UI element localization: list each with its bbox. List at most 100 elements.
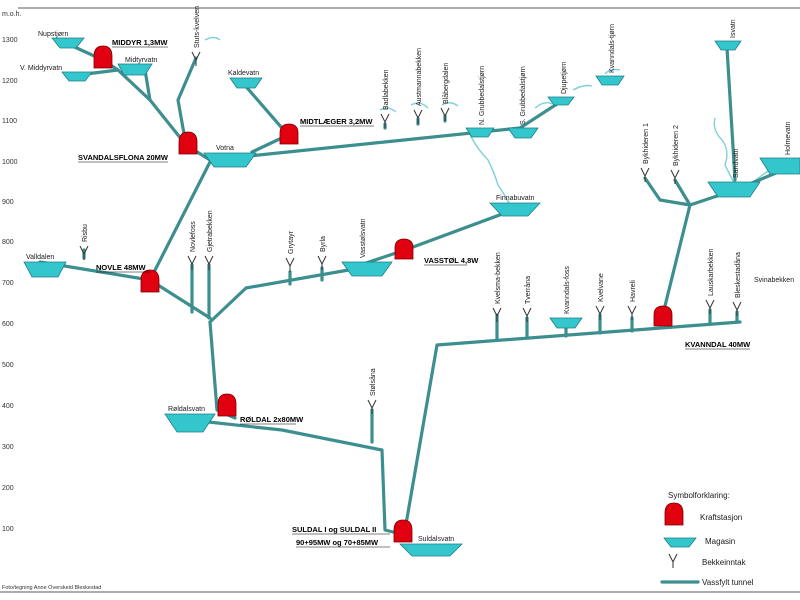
label-risbu: Risbu bbox=[82, 224, 89, 242]
label-station-novle: NOVLE 48MW bbox=[96, 263, 147, 272]
label-holmevatn: Holmevatn bbox=[785, 121, 792, 155]
station-middyr-icon bbox=[93, 45, 113, 69]
label-bykhideren-1: Bykhideren 1 bbox=[643, 123, 650, 164]
streams bbox=[204, 36, 771, 206]
reservoirs bbox=[23, 37, 800, 557]
reservoir-labels: Nupstjørn Midtyrvatn V. Middyrvatn Kalde… bbox=[20, 19, 792, 543]
station-novle-icon bbox=[140, 269, 160, 293]
label-kaldevatn: Kaldevatn bbox=[228, 70, 259, 77]
reservoir-sandvatn bbox=[707, 181, 761, 198]
intake-icon bbox=[670, 169, 680, 184]
label-nupstjorn: Nupstjørn bbox=[38, 31, 68, 38]
intake-icon bbox=[627, 305, 637, 320]
label-sandvatn: Sandvatn bbox=[733, 148, 740, 178]
intake-icon bbox=[595, 305, 605, 320]
tunnel bbox=[403, 320, 742, 532]
tunnel bbox=[176, 56, 198, 147]
label-stuts-kvelven: Stuts-kvelven bbox=[194, 6, 201, 48]
intake-icon bbox=[492, 307, 502, 322]
label-station-svandalsflona: SVANDALSFLONA 20MW bbox=[78, 153, 169, 162]
label-v-middyrvatn: V. Middyrvatn bbox=[20, 65, 62, 72]
intake-icon bbox=[187, 255, 197, 270]
label-badlabekken: Badlabekken bbox=[383, 69, 390, 110]
legend-tunnel: Vassfylt tunnel bbox=[702, 578, 754, 587]
tunnel bbox=[643, 176, 692, 207]
label-station-suldal-1: SULDAL I og SULDAL II bbox=[292, 525, 376, 534]
label-kvelvane: Kvelvane bbox=[598, 273, 605, 302]
intake-icon bbox=[204, 255, 214, 270]
stream-s1 bbox=[379, 107, 397, 113]
axis-tick: 500 bbox=[2, 362, 14, 369]
tunnel bbox=[660, 188, 737, 320]
axis-tick: 1000 bbox=[2, 159, 18, 166]
legend-reservoir: Magasin bbox=[705, 537, 735, 546]
tunnel bbox=[673, 178, 692, 207]
station-suldal-icon bbox=[393, 519, 413, 543]
stream-s6 bbox=[604, 68, 621, 75]
tunnel bbox=[188, 418, 407, 537]
axis-unit: m.o.h. bbox=[2, 11, 22, 18]
label-valldalen: Valldalen bbox=[26, 254, 54, 261]
reservoir-kvanndalsfoss bbox=[549, 317, 583, 329]
axis-tick: 600 bbox=[2, 321, 14, 328]
reservoir-roldalsvatn bbox=[164, 413, 216, 433]
stream-s3 bbox=[441, 102, 459, 107]
label-station-vasstol: VASSTØL 4,8W bbox=[424, 256, 479, 265]
label-austmannabekken: Austmannabekken bbox=[416, 48, 423, 106]
reservoir-s-grubbedalstjorn bbox=[507, 127, 539, 139]
legend-intake: Bekkeinntak bbox=[702, 558, 747, 567]
label-vassdalsvatn: Vasstølsvatn bbox=[360, 218, 367, 258]
reservoir-vassdalsvatn bbox=[341, 261, 393, 277]
station-svandalsflona-icon bbox=[178, 131, 198, 155]
reservoir-midtyrvatn bbox=[117, 63, 153, 76]
reservoir-finnabuvatn bbox=[489, 202, 541, 217]
axis-tick: 1200 bbox=[2, 78, 18, 85]
intake-icon bbox=[413, 109, 423, 124]
label-novlefoss: Novlefoss bbox=[190, 221, 197, 252]
reservoir-suldalsvatn bbox=[399, 543, 463, 557]
label-gjetrabekken: Gjetrabekken bbox=[207, 210, 214, 252]
label-station-roldal: RØLDAL 2x80MW bbox=[240, 415, 304, 424]
axis-tick: 700 bbox=[2, 280, 14, 287]
label-tverrana: Tverråna bbox=[524, 276, 532, 304]
reservoir-isvatn bbox=[714, 40, 742, 51]
intake-icon bbox=[522, 307, 532, 322]
reservoir-v-middyrvatn bbox=[61, 71, 93, 82]
station-kvanndal-icon bbox=[653, 305, 673, 327]
label-djupetjorn: Djupetjørn bbox=[561, 62, 568, 94]
label-byrla: Byrla bbox=[320, 236, 327, 252]
intake-icon bbox=[285, 257, 295, 272]
reservoir-votna bbox=[203, 152, 257, 168]
label-votna: Votna bbox=[216, 145, 234, 152]
legend-intake-icon bbox=[668, 553, 678, 568]
label-n-grubbedalstjorn: N. Grubbedalstjørn bbox=[479, 66, 486, 125]
legend: Symbolforklaring: Kraftstasjon Magasin B… bbox=[660, 491, 754, 587]
label-midtyrvatn: Midtyrvatn bbox=[125, 57, 157, 64]
tunnel bbox=[148, 160, 212, 320]
intake-icon bbox=[705, 299, 715, 314]
legend-station-icon bbox=[664, 502, 684, 526]
stream-finnabu bbox=[469, 134, 511, 206]
label-lauskarbekken: Lauskarbekken bbox=[708, 248, 715, 296]
tunnel bbox=[208, 266, 362, 324]
intake-icon bbox=[317, 255, 327, 270]
stream-s2 bbox=[410, 102, 429, 109]
tunnel bbox=[143, 68, 152, 102]
intake-labels: Stuts-kvelven Badlabekken Austmannabekke… bbox=[82, 6, 794, 396]
label-bykhideren-2: Bykhideren 2 bbox=[673, 125, 680, 166]
label-havreli: Havreli bbox=[630, 280, 637, 302]
label-station-midtlaeger: MIDTLÆGER 3,2MW bbox=[300, 117, 373, 126]
intake-icon bbox=[440, 107, 450, 121]
intake-icon bbox=[640, 167, 650, 182]
reservoir-kaldevatn bbox=[229, 77, 263, 89]
intake-icon bbox=[380, 113, 390, 128]
power-stations bbox=[93, 45, 673, 543]
legend-title: Symbolforklaring: bbox=[668, 491, 730, 500]
reservoir-holmevatn bbox=[759, 157, 800, 175]
reservoir-djupetjorn bbox=[547, 96, 575, 106]
station-midtlaeger-icon bbox=[279, 123, 299, 145]
intake-icon bbox=[367, 399, 377, 414]
reservoir-valldalen bbox=[23, 261, 67, 278]
stream-isvatn bbox=[713, 117, 736, 186]
